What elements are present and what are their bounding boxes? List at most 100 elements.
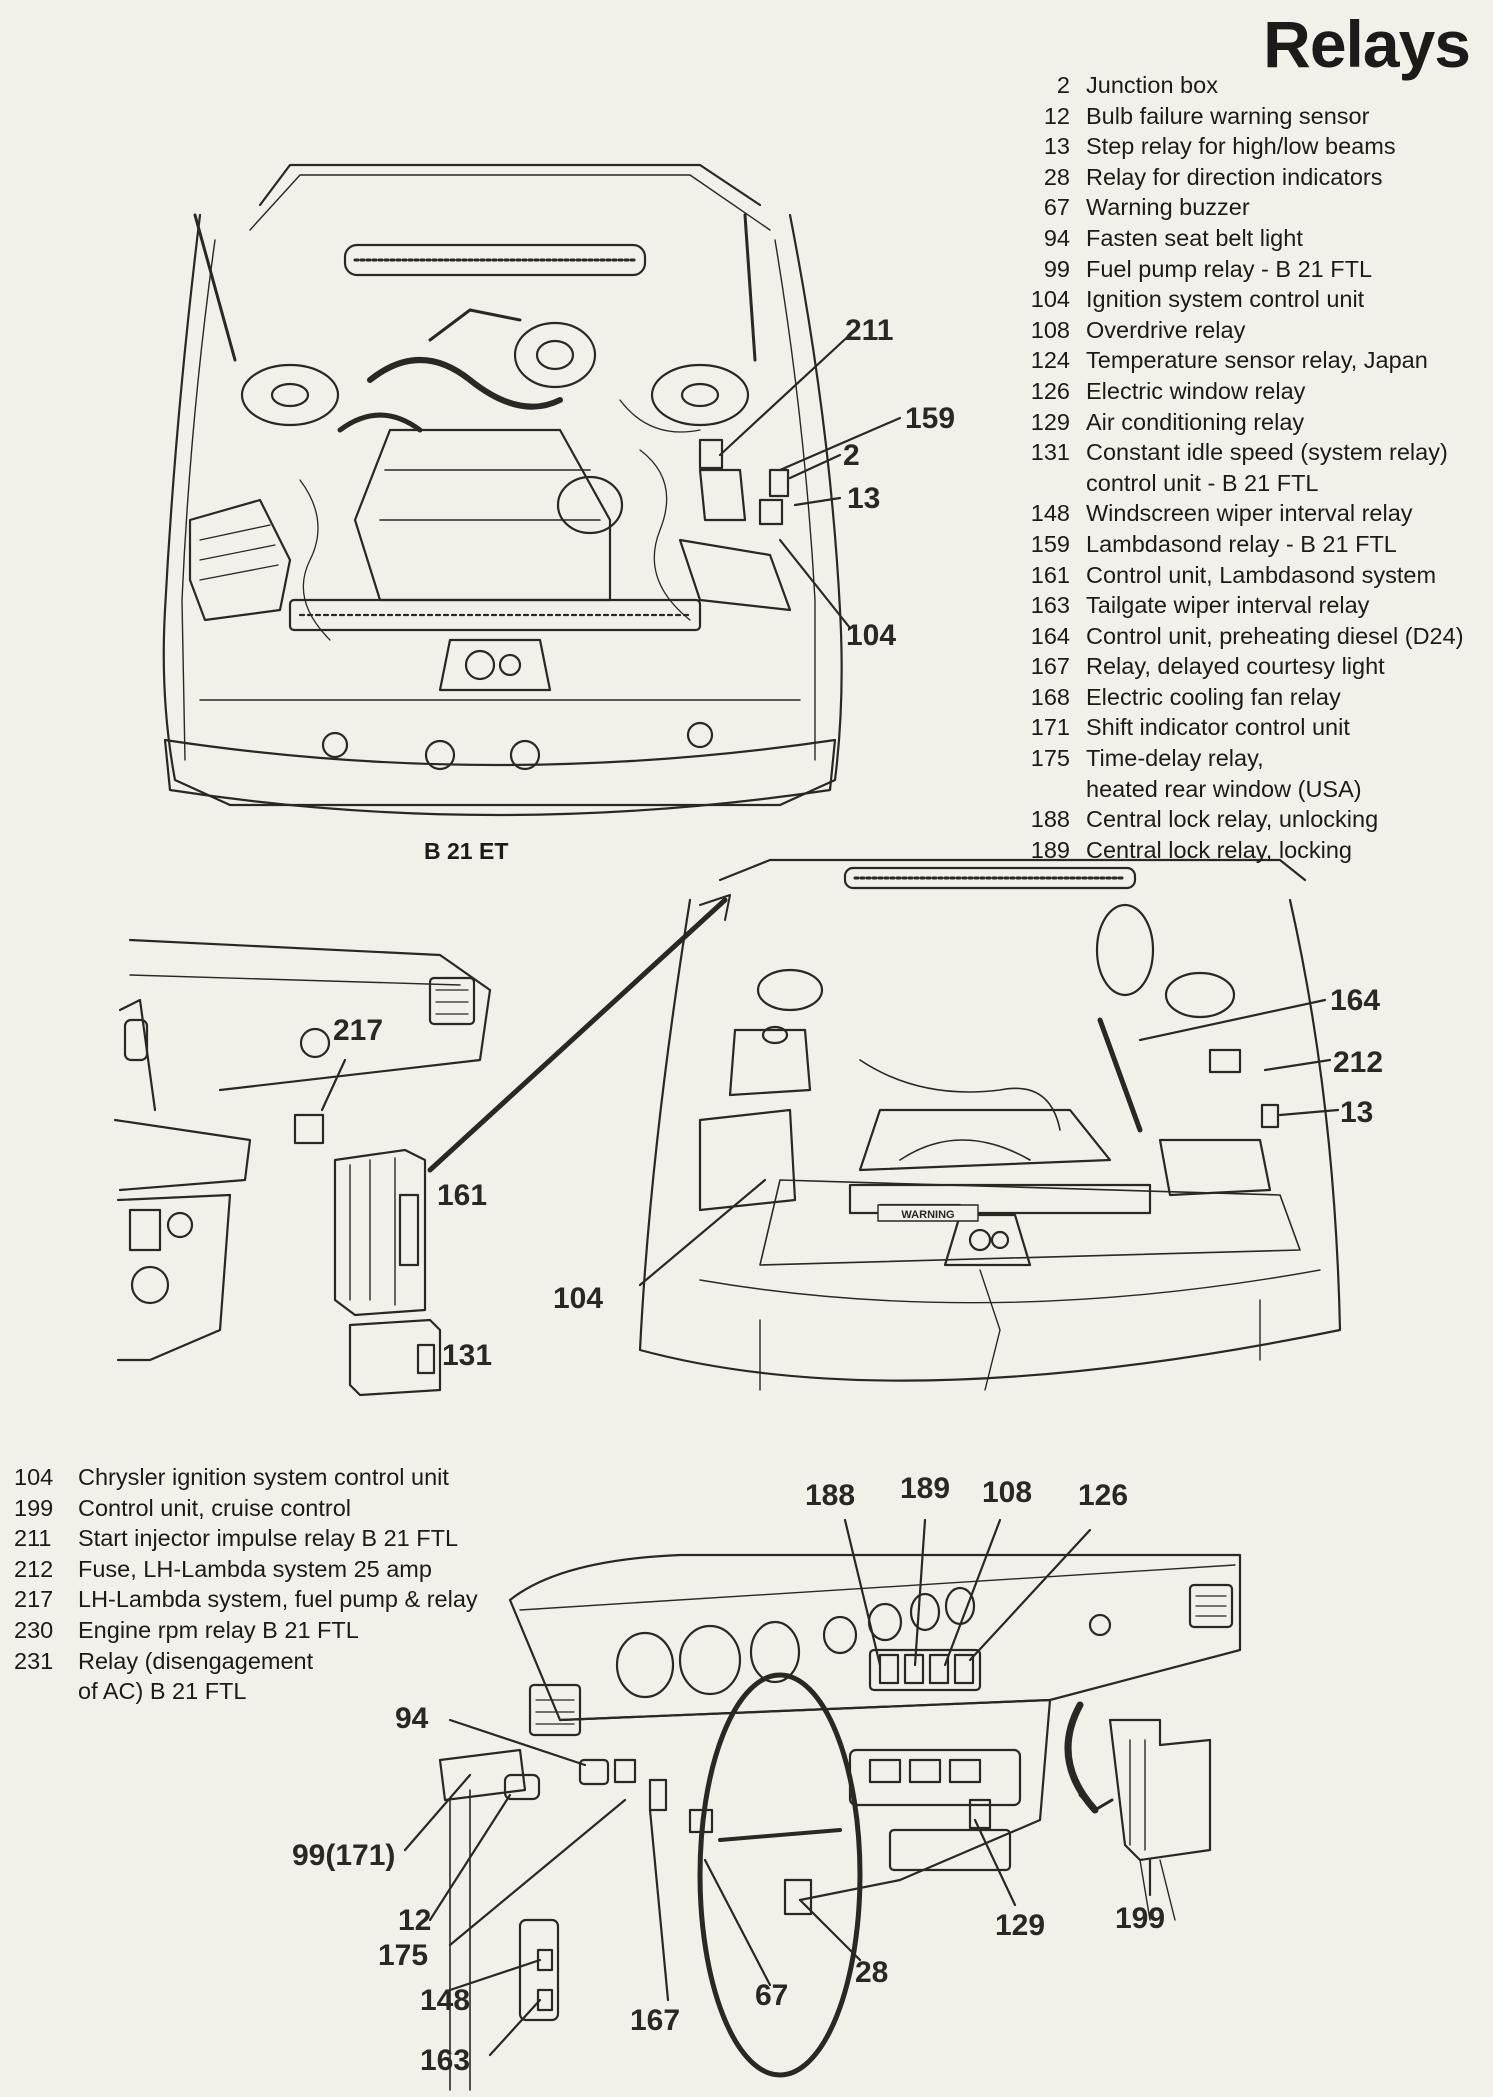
callout-126: 126	[1078, 1479, 1128, 1512]
legend-text-line: Constant idle speed (system relay)	[1086, 439, 1448, 466]
callout-211: 211	[845, 314, 893, 347]
legend-text-line: Control unit, cruise control	[78, 1494, 351, 1521]
legend-text-line: Windscreen wiper interval relay	[1086, 500, 1413, 527]
legend-text: Chrysler ignition system control unit	[78, 1462, 449, 1493]
callout-131: 131	[442, 1339, 492, 1372]
legend-text: Control unit, Lambdasond system	[1086, 560, 1436, 591]
legend-text-line: Time-delay relay,	[1086, 745, 1264, 772]
callout-217: 217	[333, 1014, 383, 1047]
callout-12: 12	[398, 1904, 431, 1937]
legend-text: Ignition system control unit	[1086, 284, 1364, 315]
legend-number: 124	[1030, 347, 1070, 374]
legend-text-line: Overdrive relay	[1086, 316, 1246, 343]
legend-text-line: Fasten seat belt light	[1086, 224, 1303, 251]
callout-175: 175	[378, 1939, 428, 1972]
callout-163: 163	[420, 2044, 470, 2077]
legend-text-line: Central lock relay, locking	[1086, 836, 1353, 863]
callout-13-engine: 13	[847, 482, 880, 515]
legend-text: Bulb failure warning sensor	[1086, 101, 1369, 132]
legend-text: Lambdasond relay - B 21 FTL	[1086, 529, 1397, 560]
legend-item: 230 Engine rpm relay B 21 FTL	[14, 1615, 534, 1646]
legend-item: 12 Bulb failure warning sensor	[990, 101, 1470, 132]
legend-text-line: Lambdasond relay - B 21 FTL	[1086, 530, 1397, 557]
legend-text-line: Engine rpm relay B 21 FTL	[78, 1616, 359, 1643]
callout-148: 148	[420, 1984, 470, 2017]
legend-text: Central lock relay, locking	[1086, 835, 1352, 866]
legend-item: 159 Lambdasond relay - B 21 FTL	[990, 529, 1470, 560]
legend-item: 161 Control unit, Lambdasond system	[990, 560, 1470, 591]
legend-number: 163	[1030, 592, 1070, 619]
legend-number: 131	[1030, 439, 1070, 466]
legend-text-line: LH-Lambda system, fuel pump & relay	[78, 1586, 478, 1613]
legend-text-line: Relay (disengagement	[78, 1647, 314, 1674]
left-dashboard-drawing	[113, 894, 731, 1397]
legend-text-line: Start injector impulse relay B 21 FTL	[78, 1525, 459, 1552]
legend-number: 188	[1030, 806, 1070, 833]
legend-text-line: Warning buzzer	[1086, 194, 1250, 221]
legend-item: 131 Constant idle speed (system relay) con…	[990, 437, 1470, 498]
legend-number: 231	[14, 1647, 54, 1674]
legend-text-line: Central lock relay, unlocking	[1086, 806, 1379, 833]
callout-129: 129	[995, 1909, 1045, 1942]
legend-number: 168	[1030, 683, 1070, 710]
legend-text: Engine rpm relay B 21 FTL	[78, 1615, 359, 1646]
legend-number: 230	[14, 1616, 54, 1643]
callout-numbers: 211 159 2 13 104 217 161 131 164 212 13 …	[292, 314, 1383, 2077]
legend-number: 211	[14, 1525, 52, 1552]
legend-number: 94	[1043, 224, 1070, 251]
legend-item: 164 Control unit, preheating diesel (D24)	[990, 621, 1470, 652]
legend-number: 161	[1030, 561, 1070, 588]
legend-text-line: Control unit, Lambdasond system	[1086, 561, 1437, 588]
legend-text: Shift indicator control unit	[1086, 712, 1350, 743]
legend-text: Constant idle speed (system relay) contro…	[1086, 437, 1448, 498]
legend-number: 167	[1030, 653, 1070, 680]
legend-text: Tailgate wiper interval relay	[1086, 590, 1369, 621]
callout-104-diesel: 104	[553, 1282, 603, 1315]
legend-item: 167 Relay, delayed courtesy light	[990, 651, 1470, 682]
legend-number: 104	[14, 1464, 54, 1490]
legend-item: 94 Fasten seat belt light	[990, 223, 1470, 254]
legend-text-line: Fuel pump relay - B 21 FTL	[1086, 255, 1373, 282]
legend-number: 159	[1030, 530, 1070, 557]
legend-text: Electric cooling fan relay	[1086, 682, 1341, 713]
legend-text-line: Relay, delayed courtesy light	[1086, 653, 1385, 680]
legend-text-line: Control unit, preheating diesel (D24)	[1086, 622, 1464, 649]
engine-caption: B 21 ET	[424, 838, 509, 864]
callout-188: 188	[805, 1479, 855, 1512]
warning-plate-label: WARNING	[901, 1209, 954, 1221]
legend-text: Relay for direction indicators	[1086, 162, 1383, 193]
legend-text-continuation: control unit - B 21 FTL	[1086, 469, 1319, 496]
legend-number: 189	[1030, 836, 1070, 863]
legend-text-line: Electric cooling fan relay	[1086, 683, 1341, 710]
legend-text: Windscreen wiper interval relay	[1086, 498, 1413, 529]
callout-104-engine: 104	[846, 619, 896, 652]
callout-159: 159	[905, 402, 955, 435]
legend-number: 164	[1030, 622, 1070, 649]
relay-legend-bottom: 104 Chrysler ignition system control unit…	[14, 1462, 534, 1707]
legend-number: 12	[1043, 102, 1070, 129]
legend-text: Step relay for high/low beams	[1086, 131, 1396, 162]
legend-number: 126	[1030, 377, 1070, 404]
callout-67: 67	[755, 1979, 788, 2012]
legend-text: Central lock relay, unlocking	[1086, 804, 1378, 835]
legend-item: 163 Tailgate wiper interval relay	[990, 590, 1470, 621]
callout-94: 94	[395, 1702, 429, 1735]
legend-number: 175	[1030, 745, 1070, 772]
legend-item: 168 Electric cooling fan relay	[990, 682, 1470, 713]
callout-189: 189	[900, 1472, 950, 1505]
legend-number: 129	[1030, 408, 1070, 435]
legend-text-line: Air conditioning relay	[1086, 408, 1305, 435]
legend-text-line: Junction box	[1086, 72, 1218, 98]
